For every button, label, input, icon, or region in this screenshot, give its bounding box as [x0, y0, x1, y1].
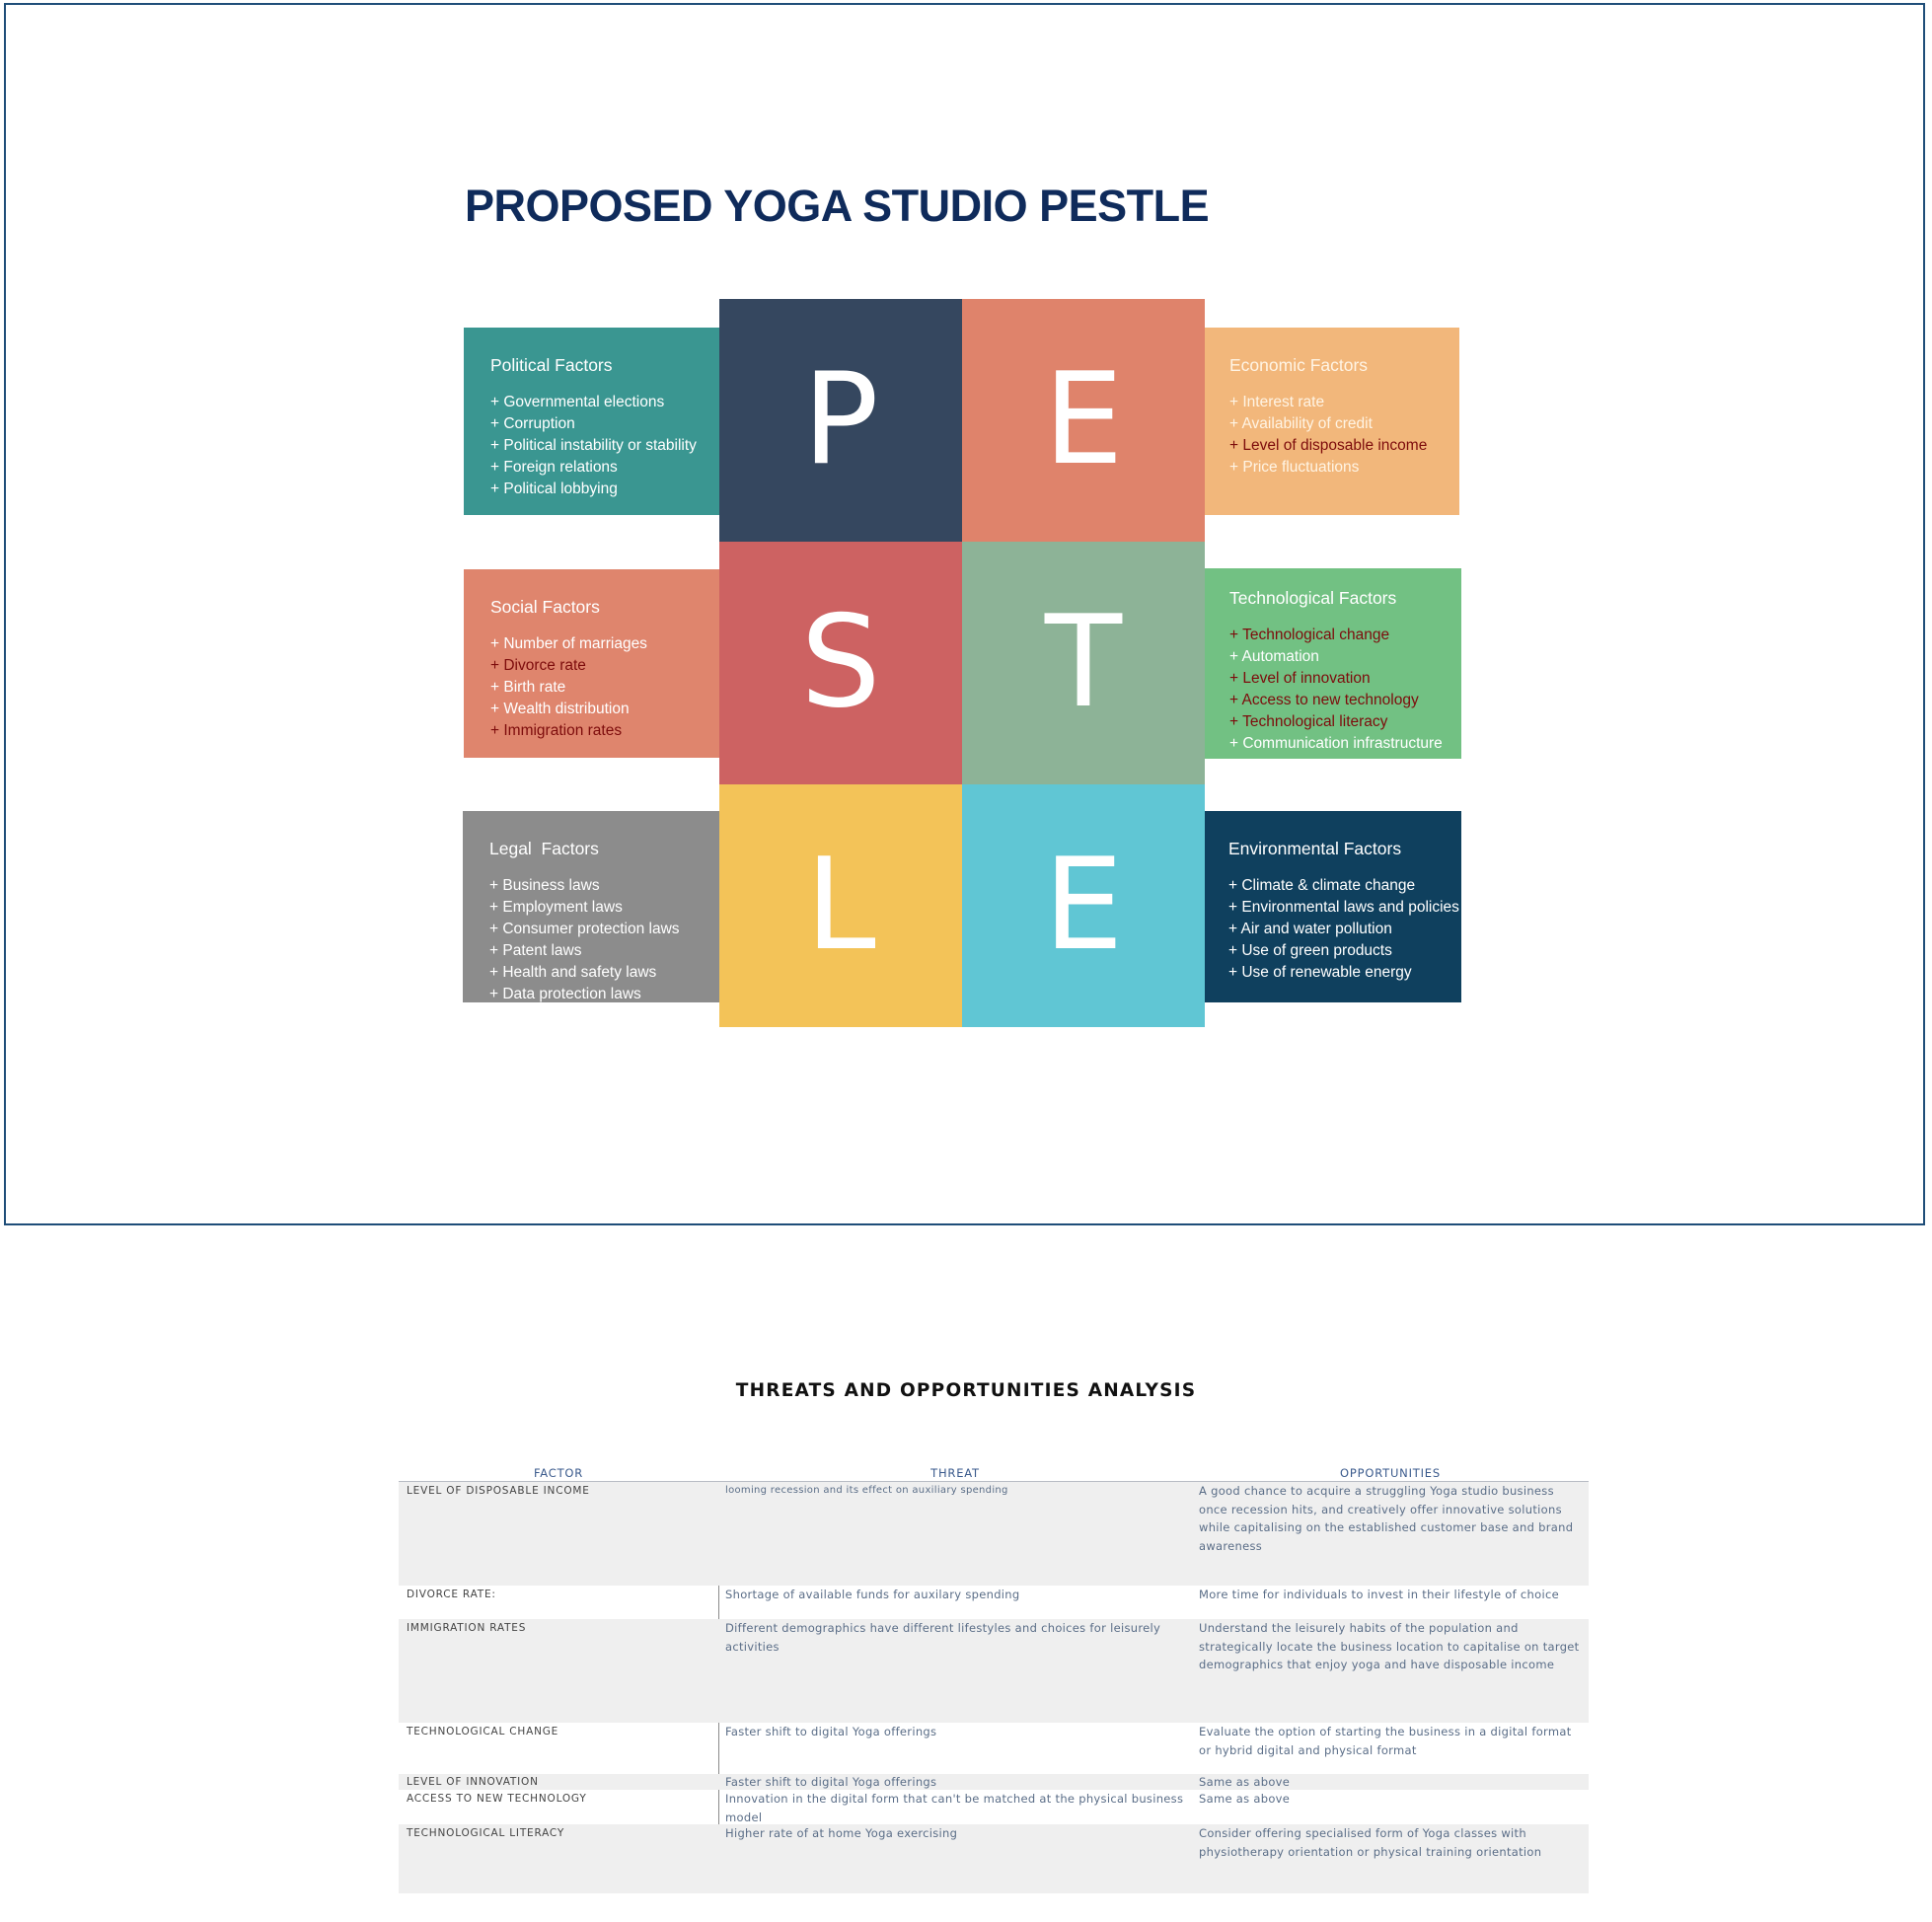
threat-cell: looming recession and its effect on auxi…: [725, 1485, 1008, 1496]
list-item: + Price fluctuations: [1229, 459, 1360, 476]
list-item: + Use of green products: [1228, 942, 1392, 959]
opportunity-cell: Same as above: [1199, 1775, 1291, 1789]
political-factors-box: Political Factors + Governmental electio…: [464, 328, 723, 515]
table-row: TECHNOLOGICAL LITERACY Higher rate of at…: [399, 1824, 1589, 1893]
list-item: + Foreign relations: [490, 459, 618, 476]
list-item: + Climate & climate change: [1228, 877, 1416, 894]
table-row: LEVEL OF DISPOSABLE INCOME looming reces…: [399, 1482, 1589, 1586]
social-factors-title: Social Factors: [490, 597, 600, 617]
list-item: + Corruption: [490, 415, 575, 432]
letter-tile-e-environmental: E: [962, 784, 1205, 1027]
social-factors-list: + Number of marriages + Divorce rate + B…: [490, 633, 723, 742]
political-factors-list: + Governmental elections + Corruption + …: [490, 392, 723, 500]
threat-cell: Shortage of available funds for auxilary…: [725, 1588, 1020, 1601]
list-item: + Data protection laws: [489, 986, 641, 1002]
list-item: + Health and safety laws: [489, 964, 657, 981]
letter-tile-t: T: [962, 542, 1205, 784]
opportunity-cell: Evaluate the option of starting the busi…: [1199, 1725, 1572, 1757]
table-row: LEVEL OF INNOVATION Faster shift to digi…: [399, 1774, 1589, 1790]
threat-cell: Faster shift to digital Yoga offerings: [725, 1725, 937, 1738]
list-item: + Immigration rates: [490, 722, 623, 739]
social-factors-box: Social Factors + Number of marriages + D…: [464, 569, 723, 758]
factor-cell: ACCESS TO NEW TECHNOLOGY: [407, 1793, 587, 1805]
environmental-factors-title: Environmental Factors: [1228, 839, 1402, 858]
list-item: + Number of marriages: [490, 635, 647, 652]
list-item: + Availability of credit: [1229, 415, 1373, 432]
list-item: + Level of disposable income: [1229, 437, 1428, 454]
threat-cell: Innovation in the digital form that can'…: [725, 1792, 1184, 1824]
letter-tile-e-economic: E: [962, 299, 1205, 542]
list-item: + Technological change: [1229, 627, 1390, 643]
table-row: TECHNOLOGICAL CHANGE Faster shift to dig…: [399, 1723, 1589, 1774]
list-item: + Consumer protection laws: [489, 921, 680, 937]
table-row: ACCESS TO NEW TECHNOLOGY Innovation in t…: [399, 1790, 1589, 1824]
legal-factors-list: + Business laws + Employment laws + Cons…: [489, 875, 723, 1002]
opportunity-cell: Consider offering specialised form of Yo…: [1199, 1826, 1542, 1859]
factor-cell: TECHNOLOGICAL LITERACY: [407, 1827, 565, 1839]
letter-tile-p: P: [719, 299, 962, 542]
environmental-factors-list: + Climate & climate change + Environment…: [1228, 875, 1461, 984]
threats-opportunities-table: FACTOR THREAT OPPORTUNITIES LEVEL OF DIS…: [399, 1463, 1589, 1893]
opportunity-cell: Same as above: [1199, 1792, 1291, 1806]
letter-tile-l: L: [719, 784, 962, 1027]
list-item: + Automation: [1229, 648, 1319, 665]
threat-cell: Higher rate of at home Yoga exercising: [725, 1826, 958, 1840]
table-body: LEVEL OF DISPOSABLE INCOME looming reces…: [399, 1482, 1589, 1893]
list-item: + Patent laws: [489, 942, 582, 959]
economic-factors-title: Economic Factors: [1229, 355, 1369, 375]
factor-cell: LEVEL OF DISPOSABLE INCOME: [407, 1485, 590, 1497]
factor-cell: LEVEL OF INNOVATION: [407, 1776, 539, 1788]
list-item: + Use of renewable energy: [1228, 964, 1412, 981]
table-row: DIVORCE RATE: Shortage of available fund…: [399, 1586, 1589, 1619]
technological-factors-list: + Technological change + Automation + Le…: [1229, 625, 1461, 755]
list-item: + Political lobbying: [490, 480, 618, 497]
factor-cell: IMMIGRATION RATES: [407, 1622, 527, 1634]
list-item: + Business laws: [489, 877, 600, 894]
list-item: + Communication infrastructure: [1229, 735, 1443, 752]
factor-cell: TECHNOLOGICAL CHANGE: [407, 1726, 559, 1737]
threat-cell: Different demographics have different li…: [725, 1621, 1161, 1654]
column-header-opportunities: OPPORTUNITIES: [1340, 1466, 1441, 1480]
legal-factors-box: Legal Factors + Business laws + Employme…: [463, 811, 723, 1002]
analysis-title: THREATS AND OPPORTUNITIES ANALYSIS: [735, 1380, 1197, 1401]
factor-cell: DIVORCE RATE:: [407, 1589, 496, 1600]
list-item: + Employment laws: [489, 899, 623, 916]
column-header-threat: THREAT: [930, 1466, 980, 1480]
legal-factors-title: Legal Factors: [489, 839, 599, 858]
list-item: + Political instability or stability: [490, 437, 697, 454]
economic-factors-box: Economic Factors + Interest rate + Avail…: [1203, 328, 1459, 515]
technological-factors-box: Technological Factors + Technological ch…: [1203, 568, 1461, 759]
letter-tile-s: S: [719, 542, 962, 784]
column-header-factor: FACTOR: [533, 1466, 584, 1480]
list-item: + Air and water pollution: [1228, 921, 1392, 937]
political-factors-title: Political Factors: [490, 355, 613, 375]
technological-factors-title: Technological Factors: [1229, 588, 1397, 608]
environmental-factors-box: Environmental Factors + Climate & climat…: [1202, 811, 1461, 1002]
opportunity-cell: More time for individuals to invest in t…: [1199, 1588, 1559, 1601]
table-header: FACTOR THREAT OPPORTUNITIES: [399, 1463, 1589, 1482]
pestle-slide: PROPOSED YOGA STUDIO PESTLE Political Fa…: [4, 3, 1925, 1225]
threat-cell: Faster shift to digital Yoga offerings: [725, 1775, 937, 1789]
economic-factors-list: + Interest rate + Availability of credit…: [1229, 392, 1459, 479]
list-item: + Divorce rate: [490, 657, 586, 674]
slide-title: PROPOSED YOGA STUDIO PESTLE: [465, 181, 1210, 231]
list-item: + Environmental laws and policies: [1228, 899, 1459, 916]
opportunity-cell: Understand the leisurely habits of the p…: [1199, 1621, 1580, 1671]
list-item: + Birth rate: [490, 679, 566, 696]
list-item: + Technological literacy: [1229, 713, 1388, 730]
opportunity-cell: A good chance to acquire a struggling Yo…: [1199, 1484, 1574, 1553]
list-item: + Level of innovation: [1229, 670, 1371, 687]
list-item: + Governmental elections: [490, 394, 665, 410]
list-item: + Interest rate: [1229, 394, 1325, 410]
table-row: IMMIGRATION RATES Different demographics…: [399, 1619, 1589, 1723]
list-item: + Access to new technology: [1229, 692, 1419, 708]
list-item: + Wealth distribution: [490, 701, 630, 717]
